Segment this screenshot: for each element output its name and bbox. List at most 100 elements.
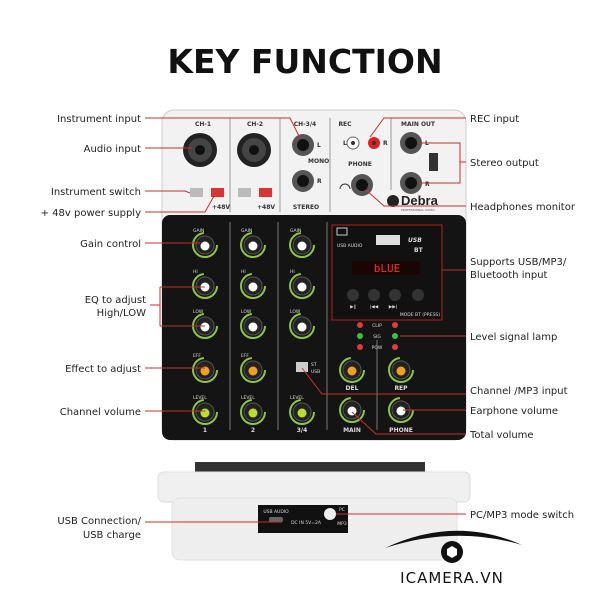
del-label: DEL (346, 385, 359, 392)
label-48v-power: + 48v power supply (41, 208, 141, 219)
main-r: R (425, 181, 430, 188)
st-usb-switch[interactable] (296, 362, 308, 372)
label-effect: Effect to adjust (65, 364, 141, 375)
bt-label: BT (414, 247, 424, 254)
knob-low-ch2[interactable] (240, 313, 266, 339)
label-usb-line2: Bluetooth input (470, 270, 548, 281)
knob-eff-ch1[interactable] (192, 357, 218, 383)
rca-rec-r[interactable] (368, 137, 380, 149)
knob-level-ch2[interactable] (240, 399, 266, 425)
rep-label: REP (394, 385, 408, 392)
page-title: KEY FUNCTION (167, 42, 442, 81)
mono-label: MONO (308, 158, 329, 165)
label-mode-switch: PC/MP3 mode switch (470, 510, 574, 521)
jack-main-out-l[interactable] (400, 132, 422, 154)
ch2-label: CH-2 (247, 121, 263, 128)
knob-phone[interactable] (388, 397, 414, 423)
left-labels: Instrument input Audio input Instrument … (41, 114, 147, 541)
ch1-label: CH-1 (195, 121, 211, 128)
mixer-side-view: USB AUDIO DC IN 5V=2A PC MP3 (157, 462, 471, 561)
pc-mp3-mode-switch[interactable] (324, 508, 336, 520)
label-eq-line2: High/LOW (97, 308, 146, 319)
phantom-48v-switch-ch1[interactable] (211, 188, 224, 197)
instrument-switch-ch1[interactable] (190, 188, 203, 197)
combo-jack-ch2[interactable] (237, 133, 271, 167)
knobs: GAINHILOWEFFLEVELGAINHILOWEFFLEVELGAINHI… (192, 228, 414, 425)
label-channel-mp3: Channel /MP3 input (470, 386, 568, 397)
usb-label: USB (311, 369, 320, 375)
callout-lines (145, 117, 466, 523)
knob-gain-ch3[interactable] (289, 232, 315, 258)
knob-main[interactable] (339, 397, 365, 423)
channel-1-label: 1 (203, 427, 207, 434)
jack-phone[interactable] (351, 174, 373, 196)
ch34-label: CH-3/4 (294, 121, 316, 128)
gain-label: GAIN (193, 228, 204, 234)
hi-label: HI (290, 269, 295, 275)
knob-del[interactable] (339, 357, 365, 383)
channel-34-label: 3/4 (297, 427, 308, 434)
led-display (352, 261, 420, 275)
label-channel-volume: Channel volume (60, 407, 141, 418)
knob-level-ch3[interactable] (289, 399, 315, 425)
knob-hi-ch1[interactable] (192, 273, 218, 299)
watermark-text: ICAMERA.VN (400, 569, 504, 587)
label-instrument-input: Instrument input (57, 114, 141, 125)
prev-button[interactable] (368, 289, 380, 301)
ch4-r: R (317, 178, 322, 185)
rec-label: REC (338, 121, 352, 128)
knob-hi-ch3[interactable] (289, 273, 315, 299)
low-label: LOW (193, 309, 204, 315)
sig-led-r (392, 333, 398, 339)
gain-label: GAIN (290, 228, 301, 234)
knob-gain-ch1[interactable] (192, 232, 218, 258)
channel-2-label: 2 (251, 427, 255, 434)
label-rec-input: REC input (470, 114, 519, 125)
jack-ch3-l[interactable] (292, 134, 314, 156)
knob-level-ch1[interactable] (192, 399, 218, 425)
jack-main-out-r[interactable] (400, 172, 422, 194)
knob-low-ch3[interactable] (289, 313, 315, 339)
next-button[interactable] (389, 289, 401, 301)
clip-led-l (357, 322, 363, 328)
knob-eff-ch2[interactable] (240, 357, 266, 383)
label-audio-input: Audio input (84, 144, 141, 155)
usb-audio-port[interactable] (269, 517, 283, 522)
hi-label: HI (241, 269, 246, 275)
brand-logo-icon (387, 195, 399, 207)
knob-hi-ch2[interactable] (240, 273, 266, 299)
mixer-top-view: CH-1 CH-2 CH-3/4 REC MAIN OUT PHONE STER… (161, 109, 467, 441)
rec-r: R (383, 140, 388, 147)
combo-jack-ch1[interactable] (183, 133, 217, 167)
knob-gain-ch2[interactable] (240, 232, 266, 258)
label-total-volume: Total volume (469, 430, 534, 441)
mode-bt-button[interactable] (412, 289, 424, 301)
pow-led-r (392, 344, 398, 350)
label-stereo-output: Stereo output (470, 158, 539, 169)
clip-led-r (392, 322, 398, 328)
level-label: LEVEL (193, 395, 207, 401)
usb-port[interactable] (376, 235, 400, 245)
instrument-switch-ch2[interactable] (238, 188, 251, 197)
play-pause-button[interactable] (347, 289, 359, 301)
next-icon: ▶▶| (389, 304, 397, 310)
label-earphone-volume: Earphone volume (470, 406, 558, 417)
speaker-icon (429, 153, 438, 171)
phantom-48v-switch-ch2[interactable] (259, 188, 272, 197)
usb-audio-label: USB AUDIO (337, 243, 363, 249)
st-label: ST (311, 362, 317, 368)
usb-bt-module: USB AUDIO USB BT bLUE ▶‖ |◀◀ ▶▶| MODE BT… (331, 224, 443, 321)
jack-ch4-r[interactable] (292, 170, 314, 192)
knob-rep[interactable] (388, 357, 414, 383)
main-label: MAIN (343, 427, 361, 434)
label-gain-control: Gain control (80, 239, 141, 250)
right-labels: REC input Stereo output Headphones monit… (469, 114, 576, 521)
label-usb-line1: Supports USB/MP3/ (470, 257, 567, 268)
label-level-lamp: Level signal lamp (470, 332, 557, 343)
pc-label: PC (339, 507, 345, 513)
rca-rec-l[interactable] (346, 136, 360, 150)
low-label: LOW (290, 309, 301, 315)
eff-label: EFF (241, 353, 249, 359)
mp3-label: MP3 (337, 521, 347, 527)
